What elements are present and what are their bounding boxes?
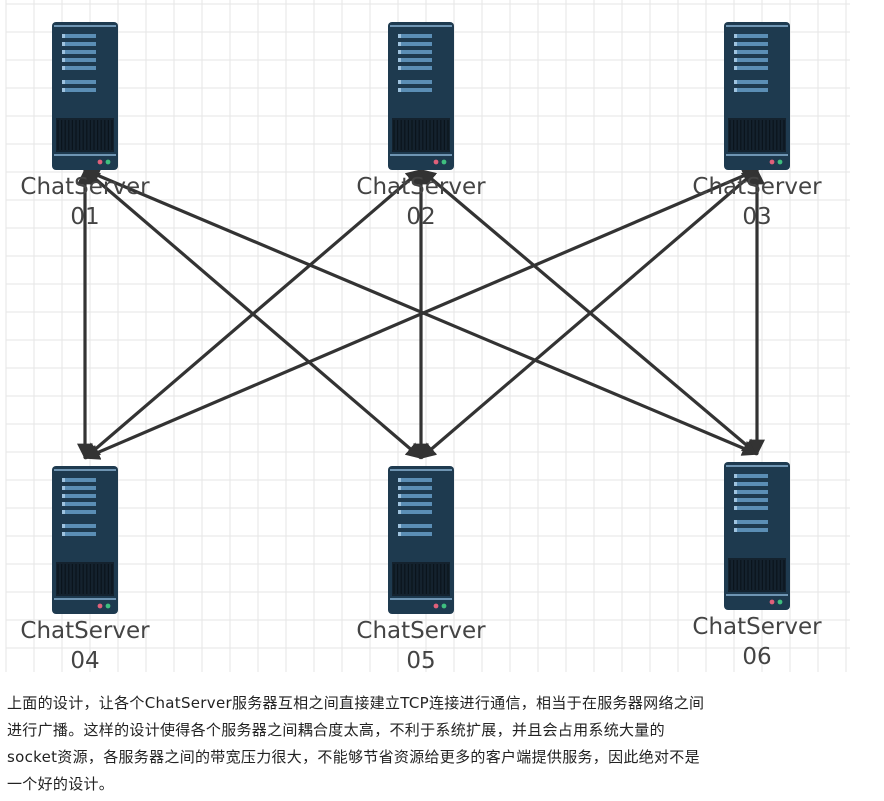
caption-text: 上面的设计，让各个ChatServer服务器互相之间直接建立TCP连接进行通信，… xyxy=(7,690,877,798)
server-name: ChatServer xyxy=(20,618,150,644)
server-icon xyxy=(388,22,454,170)
server-nodes xyxy=(52,22,790,614)
server-mesh-diagram xyxy=(5,0,850,672)
server-label-04: ChatServer 04 xyxy=(5,616,165,676)
caption-line: socket资源，各服务器之间的带宽压力很大，不能够节省资源给更多的客户端提供服… xyxy=(7,748,700,766)
server-number: 03 xyxy=(742,204,772,230)
connection-lines xyxy=(77,168,765,460)
server-name: ChatServer xyxy=(692,614,822,640)
server-label-01: ChatServer 01 xyxy=(5,172,165,232)
server-icon xyxy=(724,462,790,610)
server-number: 01 xyxy=(70,204,100,230)
caption-line: 进行广播。这样的设计使得各个服务器之间耦合度太高，不利于系统扩展，并且会占用系统… xyxy=(7,721,665,739)
connection-arrow-03-05 xyxy=(419,168,759,460)
server-number: 04 xyxy=(70,648,100,674)
server-number: 05 xyxy=(406,648,436,674)
server-label-06: ChatServer 06 xyxy=(677,612,837,672)
caption-line: 上面的设计，让各个ChatServer服务器互相之间直接建立TCP连接进行通信，… xyxy=(7,694,705,712)
server-icon xyxy=(52,466,118,614)
server-label-03: ChatServer 03 xyxy=(677,172,837,232)
server-label-02: ChatServer 02 xyxy=(341,172,501,232)
server-icon xyxy=(388,466,454,614)
server-number: 06 xyxy=(742,644,772,670)
server-number: 02 xyxy=(406,204,436,230)
server-name: ChatServer xyxy=(356,174,486,200)
caption-line: 一个好的设计。 xyxy=(7,775,115,793)
server-icon xyxy=(724,22,790,170)
server-label-05: ChatServer 05 xyxy=(341,616,501,676)
server-name: ChatServer xyxy=(20,174,150,200)
server-name: ChatServer xyxy=(356,618,486,644)
server-name: ChatServer xyxy=(692,174,822,200)
server-icon xyxy=(52,22,118,170)
